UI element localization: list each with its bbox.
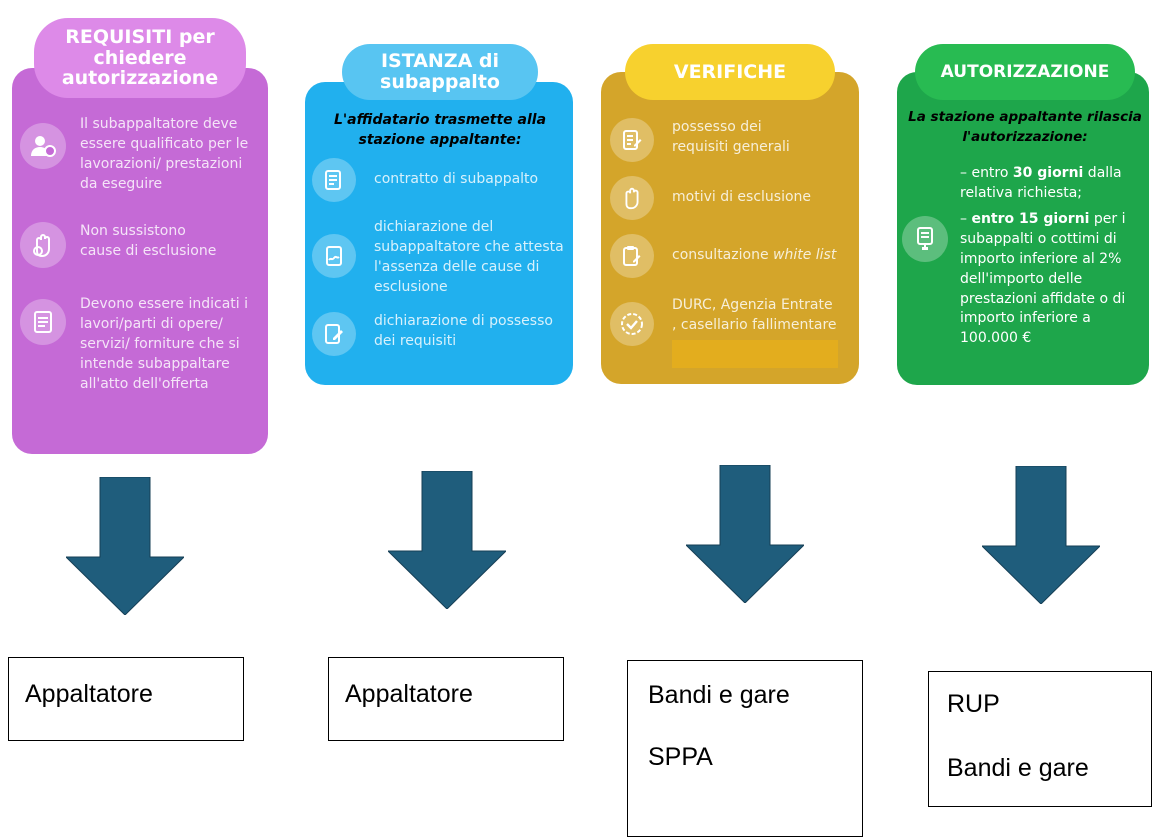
verifiche-item-2: motivi di esclusione bbox=[610, 176, 856, 220]
istanza-title-line-1: ISTANZA di bbox=[380, 50, 500, 73]
requisiti-item-1-text: Il subappaltatore deve essere qualificat… bbox=[80, 116, 249, 192]
requisiti-title: REQUISITI per chiedere autorizzazione bbox=[34, 18, 246, 98]
responsible-box-4-line-1: RUP bbox=[947, 690, 1000, 718]
autorizzazione-text-1-bold: 30 giorni bbox=[1012, 165, 1084, 181]
responsible-box-4-line-2: Bandi e gare bbox=[947, 754, 1089, 782]
certified-user-icon bbox=[20, 123, 66, 169]
verifiche-item-3-text: consultazione white list bbox=[672, 246, 856, 266]
down-arrow-4 bbox=[982, 466, 1100, 604]
document-edit-icon bbox=[312, 312, 356, 356]
down-arrow-2 bbox=[388, 471, 506, 609]
istanza-card bbox=[305, 82, 573, 385]
responsible-box-3: Bandi e gare SPPA bbox=[627, 660, 863, 837]
istanza-item-1: contratto di subappalto bbox=[312, 158, 570, 202]
requisiti-title-line-1: REQUISITI per bbox=[65, 25, 215, 48]
autorizzazione-text-2: – entro 15 giorni per i subappalti o cot… bbox=[960, 210, 1145, 349]
istanza-item-3: dichiarazione di possesso dei requisiti bbox=[312, 312, 570, 356]
down-arrow-1 bbox=[66, 477, 184, 615]
verifiche-item-3-em: white list bbox=[773, 247, 837, 263]
autorizzazione-text-1-pre: – entro bbox=[960, 165, 1013, 181]
autorizzazione-text-2-post: per i subappalti o cottimi di importo in… bbox=[960, 211, 1126, 347]
checklist-edit-icon bbox=[610, 118, 654, 162]
contract-document-icon bbox=[312, 158, 356, 202]
verifiche-title: VERIFICHE bbox=[625, 44, 835, 100]
verifiche-item-2-text: motivi di esclusione bbox=[672, 189, 812, 205]
autorizzazione-title: AUTORIZZAZIONE bbox=[915, 44, 1135, 100]
verified-badge-icon bbox=[610, 302, 654, 346]
autorizzazione-text-2-bold: entro 15 giorni bbox=[971, 211, 1090, 227]
clipboard-edit-icon bbox=[610, 234, 654, 278]
autorizzazione-intro: La stazione appaltante rilascia l'autori… bbox=[908, 109, 1142, 145]
verifiche-item-3-plain: consultazione bbox=[672, 247, 774, 263]
signed-declaration-icon bbox=[312, 234, 356, 278]
autorizzazione-text-2-pre: – bbox=[960, 211, 972, 227]
down-arrow-3 bbox=[686, 465, 804, 603]
stop-hand-icon bbox=[20, 222, 66, 268]
verifiche-item-3: consultazione white list bbox=[610, 234, 856, 278]
responsible-box-1-line-1: Appaltatore bbox=[25, 680, 153, 708]
istanza-title-line-2: subappalto bbox=[380, 71, 500, 93]
responsible-box-4: RUP Bandi e gare bbox=[928, 671, 1152, 807]
responsible-box-3-line-2: SPPA bbox=[648, 743, 713, 771]
responsible-box-2-line-1: Appaltatore bbox=[345, 680, 473, 708]
requisiti-title-line-2: chiedere bbox=[93, 46, 187, 69]
istanza-item-2-text: dichiarazione del subappaltatore che att… bbox=[374, 219, 564, 295]
requisiti-title-line-3: autorizzazione bbox=[61, 67, 219, 90]
istanza-item-1-text: contratto di subappalto bbox=[374, 171, 539, 187]
stamped-document-icon bbox=[902, 216, 948, 262]
autorizzazione-card bbox=[897, 72, 1149, 385]
autorizzazione-title-text: AUTORIZZAZIONE bbox=[940, 61, 1110, 82]
requisiti-card bbox=[12, 68, 268, 454]
istanza-title: ISTANZA di subappalto bbox=[342, 44, 538, 100]
verifiche-item-1-text: possesso dei requisiti generali bbox=[672, 119, 790, 155]
verifiche-title-text: VERIFICHE bbox=[673, 60, 787, 83]
responsible-box-3-line-1: Bandi e gare bbox=[648, 681, 790, 709]
responsible-box-1: Appaltatore bbox=[8, 657, 244, 741]
istanza-intro: L'affidatario trasmette alla stazione ap… bbox=[333, 112, 547, 149]
istanza-item-2: dichiarazione del subappaltatore che att… bbox=[312, 218, 570, 298]
responsible-box-2: Appaltatore bbox=[328, 657, 564, 741]
autorizzazione-text-1: – entro 30 giorni dalla relativa richies… bbox=[960, 164, 1140, 204]
verifiche-card bbox=[601, 72, 859, 384]
verifiche-highlight-bar bbox=[672, 340, 838, 368]
istanza-item-3-text: dichiarazione di possesso dei requisiti bbox=[374, 313, 553, 349]
requisiti-item-3: Devono essere indicati i lavori/parti di… bbox=[20, 295, 260, 394]
autorizzazione-text-1-post: dalla relativa richiesta; bbox=[960, 165, 1122, 201]
requisiti-item-3-text: Devono essere indicati i lavori/parti di… bbox=[80, 296, 248, 392]
requisiti-item-1: Il subappaltatore deve essere qualificat… bbox=[20, 115, 260, 195]
requisiti-item-2-text: Non sussistono cause di esclusione bbox=[80, 223, 217, 259]
verifiche-item-4: DURC, Agenzia Entrate , casellario falli… bbox=[610, 296, 856, 346]
verifiche-item-4-text: DURC, Agenzia Entrate , casellario falli… bbox=[672, 297, 837, 333]
stop-hand-icon bbox=[610, 176, 654, 220]
requisiti-item-2: Non sussistono cause di esclusione bbox=[20, 222, 260, 268]
checklist-document-icon bbox=[20, 299, 66, 345]
verifiche-item-1: possesso dei requisiti generali bbox=[610, 118, 856, 162]
